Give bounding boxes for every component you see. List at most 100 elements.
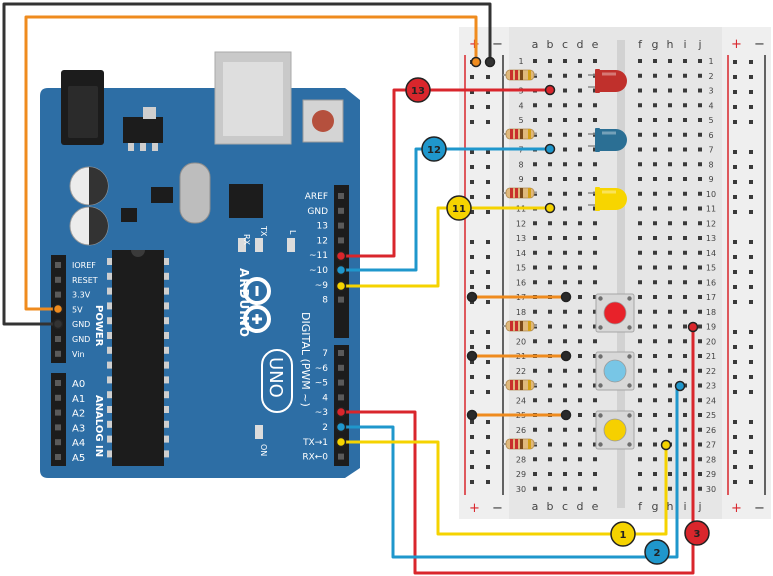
breadboard-hole[interactable]: [749, 465, 753, 469]
breadboard-hole[interactable]: [698, 324, 702, 329]
breadboard-hole[interactable]: [698, 368, 702, 373]
breadboard-hole[interactable]: [470, 240, 474, 244]
breadboard-hole[interactable]: [470, 90, 474, 94]
breadboard-hole[interactable]: [683, 339, 687, 344]
breadboard-hole[interactable]: [638, 236, 642, 240]
breadboard-hole[interactable]: [563, 339, 567, 344]
breadboard-hole[interactable]: [548, 103, 552, 108]
breadboard-hole[interactable]: [548, 427, 552, 432]
breadboard-hole[interactable]: [683, 486, 687, 491]
breadboard-hole[interactable]: [548, 472, 552, 476]
breadboard-hole[interactable]: [653, 103, 657, 108]
breadboard-hole[interactable]: [698, 354, 702, 358]
breadboard-hole[interactable]: [653, 147, 657, 152]
breadboard-hole[interactable]: [749, 345, 753, 349]
breadboard-hole[interactable]: [548, 486, 552, 491]
breadboard-hole[interactable]: [668, 118, 672, 122]
breadboard-hole[interactable]: [683, 221, 687, 226]
breadboard-hole[interactable]: [563, 457, 567, 462]
header-pin[interactable]: [338, 207, 344, 214]
breadboard-hole[interactable]: [578, 383, 582, 388]
breadboard-hole[interactable]: [668, 427, 672, 432]
breadboard-hole[interactable]: [548, 191, 552, 196]
breadboard-hole[interactable]: [733, 105, 737, 109]
breadboard-hole[interactable]: [698, 206, 702, 211]
breadboard-hole[interactable]: [563, 368, 567, 373]
breadboard-hole[interactable]: [563, 206, 567, 211]
breadboard-hole[interactable]: [548, 324, 552, 329]
breadboard-hole[interactable]: [749, 105, 753, 109]
breadboard-hole[interactable]: [548, 250, 552, 255]
breadboard-hole[interactable]: [698, 162, 702, 167]
breadboard-hole[interactable]: [683, 73, 687, 78]
breadboard-hole[interactable]: [593, 265, 597, 270]
breadboard-hole[interactable]: [593, 427, 597, 432]
breadboard-hole[interactable]: [470, 480, 474, 484]
breadboard-hole[interactable]: [653, 191, 657, 196]
breadboard-hole[interactable]: [533, 103, 537, 108]
breadboard-hole[interactable]: [683, 88, 687, 93]
breadboard-hole[interactable]: [548, 383, 552, 388]
breadboard-hole[interactable]: [470, 255, 474, 259]
breadboard-hole[interactable]: [733, 465, 737, 469]
header-pin[interactable]: [55, 454, 61, 460]
breadboard-hole[interactable]: [578, 324, 582, 329]
breadboard-hole[interactable]: [638, 398, 642, 403]
breadboard-hole[interactable]: [733, 435, 737, 439]
breadboard-hole[interactable]: [486, 480, 490, 484]
pushbutton-red[interactable]: [595, 293, 635, 333]
breadboard-hole[interactable]: [668, 73, 672, 78]
breadboard-hole[interactable]: [668, 354, 672, 358]
breadboard-hole[interactable]: [563, 103, 567, 108]
breadboard-hole[interactable]: [668, 472, 672, 476]
breadboard-hole[interactable]: [638, 486, 642, 491]
breadboard-hole[interactable]: [593, 236, 597, 240]
breadboard-hole[interactable]: [638, 177, 642, 181]
breadboard-hole[interactable]: [563, 73, 567, 78]
breadboard-hole[interactable]: [733, 60, 737, 64]
breadboard-hole[interactable]: [548, 221, 552, 226]
breadboard-hole[interactable]: [486, 345, 490, 349]
breadboard-hole[interactable]: [668, 309, 672, 314]
breadboard-hole[interactable]: [578, 442, 582, 447]
breadboard-hole[interactable]: [548, 339, 552, 344]
breadboard-hole[interactable]: [653, 457, 657, 462]
breadboard-hole[interactable]: [698, 265, 702, 270]
breadboard-hole[interactable]: [668, 132, 672, 137]
breadboard-hole[interactable]: [733, 210, 737, 214]
breadboard-hole[interactable]: [548, 265, 552, 270]
breadboard-hole[interactable]: [733, 360, 737, 364]
breadboard-hole[interactable]: [683, 191, 687, 196]
breadboard-hole[interactable]: [486, 375, 490, 379]
breadboard-hole[interactable]: [749, 435, 753, 439]
breadboard-hole[interactable]: [470, 375, 474, 379]
breadboard-hole[interactable]: [593, 103, 597, 108]
breadboard-hole[interactable]: [749, 360, 753, 364]
breadboard-hole[interactable]: [548, 162, 552, 167]
breadboard-hole[interactable]: [486, 210, 490, 214]
breadboard-hole[interactable]: [563, 88, 567, 93]
breadboard-hole[interactable]: [698, 398, 702, 403]
breadboard-hole[interactable]: [749, 390, 753, 394]
breadboard-hole[interactable]: [638, 309, 642, 314]
header-pin[interactable]: [338, 394, 344, 401]
breadboard-hole[interactable]: [749, 330, 753, 334]
breadboard-hole[interactable]: [563, 236, 567, 240]
breadboard-hole[interactable]: [593, 280, 597, 285]
breadboard-hole[interactable]: [683, 427, 687, 432]
breadboard-hole[interactable]: [548, 457, 552, 462]
breadboard-hole[interactable]: [638, 132, 642, 137]
breadboard-hole[interactable]: [733, 165, 737, 169]
header-pin[interactable]: [55, 262, 61, 268]
breadboard-hole[interactable]: [578, 265, 582, 270]
breadboard-hole[interactable]: [548, 280, 552, 285]
breadboard-hole[interactable]: [698, 457, 702, 462]
breadboard-hole[interactable]: [638, 265, 642, 270]
breadboard-hole[interactable]: [653, 295, 657, 299]
breadboard-hole[interactable]: [653, 398, 657, 403]
breadboard-hole[interactable]: [653, 339, 657, 344]
breadboard-hole[interactable]: [470, 330, 474, 334]
breadboard-hole[interactable]: [749, 450, 753, 454]
breadboard-hole[interactable]: [533, 221, 537, 226]
breadboard-hole[interactable]: [563, 280, 567, 285]
